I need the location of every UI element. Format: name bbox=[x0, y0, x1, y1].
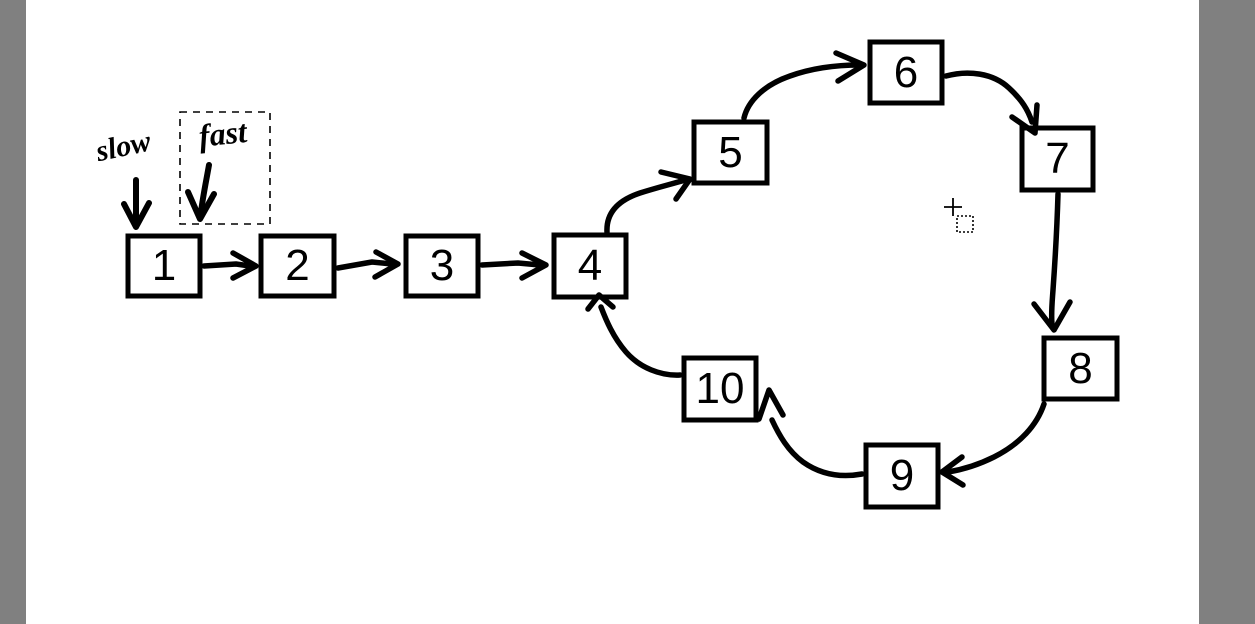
diagram-artwork: .box { fill:#ffffff; stroke:#000000; str… bbox=[121, 39, 1120, 510]
slow-annotation-arrow bbox=[121, 177, 152, 230]
edge-6-to-7[interactable] bbox=[943, 70, 1040, 136]
fast-annotation-arrow bbox=[185, 162, 217, 222]
left-gutter bbox=[0, 0, 26, 624]
node-box-2[interactable] bbox=[258, 233, 337, 299]
node-boxes bbox=[125, 39, 1120, 510]
edge-3-to-4[interactable] bbox=[479, 250, 549, 281]
edge-10-to-4[interactable] bbox=[585, 292, 683, 378]
node-box-3[interactable] bbox=[403, 233, 481, 299]
slide-canvas[interactable]: .box { fill:#ffffff; stroke:#000000; str… bbox=[26, 0, 1199, 624]
fast-selection-box[interactable] bbox=[179, 111, 271, 225]
edge-9-to-10[interactable] bbox=[756, 387, 865, 479]
edge-7-to-8[interactable] bbox=[1031, 191, 1073, 333]
edge-4-to-5[interactable] bbox=[604, 169, 693, 235]
edge-5-to-6[interactable] bbox=[741, 50, 867, 121]
node-box-10[interactable] bbox=[681, 355, 759, 423]
node-box-8[interactable] bbox=[1041, 335, 1120, 402]
edge-1-to-2[interactable] bbox=[201, 250, 259, 281]
edge-8-to-9[interactable] bbox=[939, 401, 1047, 488]
node-box-4[interactable] bbox=[551, 232, 629, 300]
node-box-6[interactable] bbox=[867, 39, 945, 106]
right-gutter bbox=[1199, 0, 1255, 624]
node-box-5[interactable] bbox=[691, 119, 770, 186]
fast-annotation-label: fast bbox=[197, 112, 249, 154]
node-box-1[interactable] bbox=[125, 233, 203, 299]
edge-2-to-3[interactable] bbox=[335, 249, 401, 280]
drag-marker-icon bbox=[956, 215, 974, 233]
node-box-7[interactable] bbox=[1019, 125, 1096, 193]
crosshair-cursor bbox=[944, 198, 962, 216]
node-box-9[interactable] bbox=[863, 442, 941, 510]
